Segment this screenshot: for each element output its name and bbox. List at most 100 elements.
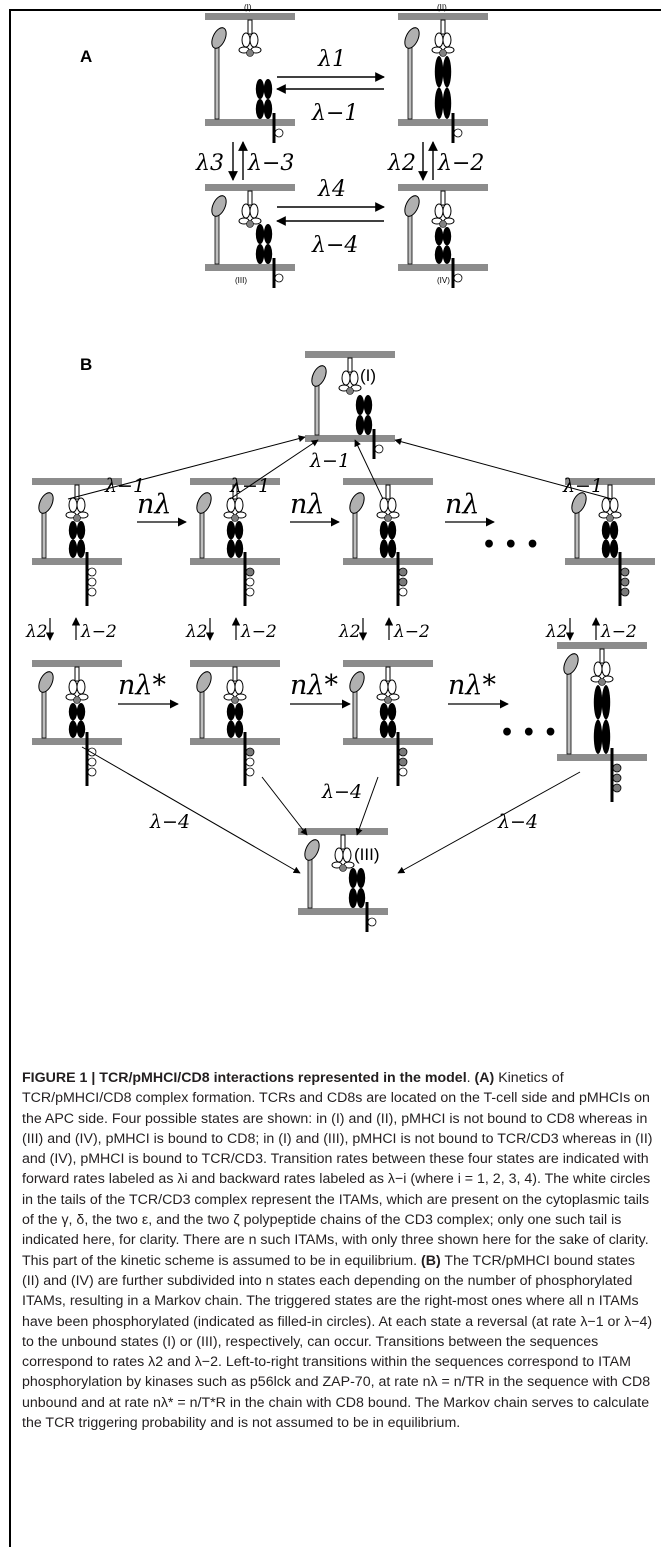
itam — [620, 567, 630, 577]
rate-lambda-minus3: λ−3 — [247, 151, 294, 176]
apc-membrane — [343, 660, 433, 667]
t-cell-membrane — [343, 738, 433, 745]
rate-lambda2: λ2 — [387, 151, 416, 176]
itam — [398, 587, 408, 597]
row2-state-2 — [343, 660, 433, 786]
rate-b-lambda-minus2: λ−2 — [240, 622, 277, 642]
arrow-reversal-5 — [81, 746, 301, 874]
row1-state-n — [565, 478, 655, 606]
apc-membrane — [343, 478, 433, 485]
t-cell-membrane — [565, 558, 655, 565]
t-cell-membrane — [205, 119, 295, 126]
rate-b-lambda-minus1-2: λ−1 — [229, 475, 270, 497]
caption-panel-b-text: The TCR/pMHCI bound states (II) and (IV)… — [22, 1252, 653, 1432]
apc-membrane — [190, 660, 280, 667]
rate-b-lambda-minus4-1: λ−4 — [149, 811, 190, 833]
apc-membrane — [205, 13, 295, 20]
rate-b-lambda-minus2: λ−2 — [80, 622, 117, 642]
rate-b-lambda-minus1-4: λ−1 — [562, 475, 603, 497]
rate-lambda3: λ3 — [195, 151, 224, 176]
caption-title-end: . — [466, 1070, 471, 1086]
apc-membrane — [298, 828, 388, 835]
caption-panel-a-label: (A) — [474, 1070, 495, 1086]
arrow-reversal-4 — [394, 438, 613, 500]
itam — [367, 917, 377, 927]
rate-lambda4: λ4 — [317, 177, 346, 202]
rate-lambda-minus2: λ−2 — [437, 151, 484, 176]
rate-n-lambda-star-3: nλ* — [448, 670, 497, 701]
itam — [245, 767, 255, 777]
t-cell-membrane — [343, 558, 433, 565]
t-cell-membrane — [32, 558, 122, 565]
itam — [245, 587, 255, 597]
itam — [374, 444, 384, 454]
rate-n-lambda-star-2: nλ* — [290, 670, 339, 701]
itam — [398, 577, 408, 587]
itam — [620, 587, 630, 597]
state-label: (I) — [360, 366, 376, 385]
apc-membrane — [557, 642, 647, 649]
itam — [612, 783, 622, 793]
caption-title: FIGURE 1 | TCR/pMHCI/CD8 interactions re… — [22, 1070, 467, 1086]
state-label: (IV) — [437, 276, 450, 285]
t-cell-membrane — [190, 558, 280, 565]
itam — [245, 747, 255, 757]
apc-membrane — [398, 13, 488, 20]
panel-b-label: B — [80, 355, 92, 374]
t-cell-membrane — [557, 754, 647, 761]
apc-membrane — [398, 184, 488, 191]
rate-b-lambda-minus1-3: λ−1 — [309, 450, 350, 472]
rate-b-lambda-minus2: λ−2 — [600, 622, 637, 642]
state-label: (III) — [235, 276, 247, 285]
arrow-reversal-8 — [397, 771, 581, 874]
t-cell-membrane — [298, 908, 388, 915]
arrow-reversal-3 — [354, 439, 384, 500]
t-cell-membrane — [305, 435, 395, 442]
apc-membrane — [205, 184, 295, 191]
itam — [453, 273, 463, 283]
itam — [87, 587, 97, 597]
row1-state-2 — [343, 478, 433, 606]
t-cell-membrane — [205, 264, 295, 271]
state-label: (II) — [437, 3, 447, 12]
rate-b-lambda2: λ2 — [338, 622, 361, 642]
row1-state-1 — [190, 478, 280, 606]
apc-membrane — [190, 478, 280, 485]
itam — [274, 273, 284, 283]
itam — [87, 757, 97, 767]
state-label: (I) — [244, 3, 252, 12]
rate-b-lambda2: λ2 — [545, 622, 568, 642]
rate-b-lambda-minus2: λ−2 — [393, 622, 430, 642]
state-III: (III) — [205, 184, 295, 288]
itam — [612, 763, 622, 773]
itam — [245, 577, 255, 587]
state-label: (III) — [354, 845, 380, 864]
itam — [87, 767, 97, 777]
frame-top-border — [9, 9, 661, 11]
t-cell-membrane — [32, 738, 122, 745]
t-cell-membrane — [398, 119, 488, 126]
t-cell-membrane — [398, 264, 488, 271]
state-IV: (IV) — [398, 184, 488, 288]
apc-membrane — [32, 478, 122, 485]
ellipsis-row1: • • • — [482, 532, 540, 558]
itam — [453, 128, 463, 138]
itam — [274, 128, 284, 138]
rate-n-lambda-1: nλ — [137, 489, 172, 520]
rate-lambda1: λ1 — [317, 47, 346, 72]
itam — [87, 577, 97, 587]
rate-b-lambda2: λ2 — [185, 622, 208, 642]
state-II: (II) — [398, 3, 488, 143]
state-III-bottom: (III) — [298, 828, 388, 932]
rate-b-lambda-minus4-3: λ−4 — [497, 811, 538, 833]
panel-a-label: A — [80, 47, 92, 66]
arrow-reversal-2 — [229, 439, 319, 500]
rate-lambda-minus4: λ−4 — [311, 233, 358, 258]
arrow-reversal-7 — [355, 776, 379, 836]
row1-state-0 — [32, 478, 122, 606]
itam — [87, 567, 97, 577]
ellipsis-row2: • • • — [500, 720, 558, 746]
figure-caption: FIGURE 1 | TCR/pMHCI/CD8 interactions re… — [22, 1068, 654, 1433]
row2-state-n — [557, 642, 647, 802]
rate-b-lambda-minus1-1: λ−1 — [104, 475, 145, 497]
